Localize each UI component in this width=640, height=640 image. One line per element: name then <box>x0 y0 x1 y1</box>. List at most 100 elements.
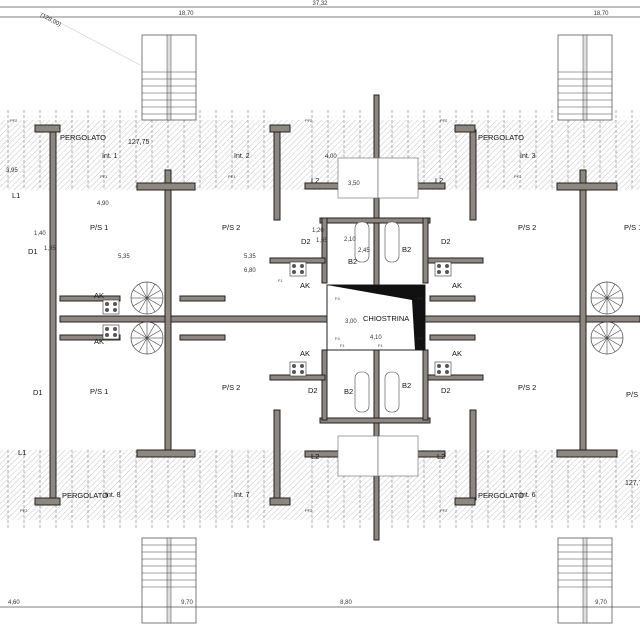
room-label: P/S 2 <box>518 383 536 392</box>
bottom-dim-4: 9,70 <box>595 600 607 606</box>
stove-icon <box>434 261 452 277</box>
room-label: D2 <box>308 386 318 395</box>
room-label: L2 <box>311 176 319 185</box>
bed-icon <box>377 435 419 477</box>
room-label: AK <box>94 291 104 300</box>
wall <box>179 334 226 341</box>
pergola-top <box>0 120 640 190</box>
stair <box>557 537 613 624</box>
bottom-dim-2: 9,70 <box>181 600 193 606</box>
window-tag: F1 <box>378 343 383 348</box>
pergola-beams <box>7 110 633 530</box>
bottom-dim-3: 8,80 <box>340 600 352 606</box>
room-label: L1 <box>12 191 20 200</box>
wall <box>321 217 328 284</box>
wall <box>469 129 477 221</box>
wall <box>469 409 477 501</box>
wall <box>136 449 196 458</box>
room-label: AK <box>300 349 310 358</box>
stove-icon <box>102 299 120 315</box>
wall <box>319 217 431 224</box>
wall <box>179 295 226 302</box>
dimension-label: 2,10 <box>344 237 356 243</box>
wall <box>579 169 587 456</box>
wall <box>269 497 291 506</box>
wall <box>427 374 484 381</box>
room-label: Int. 6 <box>520 492 536 499</box>
stove-icon <box>289 361 307 377</box>
spiral-stair-icon <box>590 321 624 355</box>
room-label: AK <box>452 281 462 290</box>
dimension-label: 1,65 <box>316 238 328 244</box>
bathtub-icon <box>384 221 400 263</box>
pergola-bottom <box>0 450 640 520</box>
room-label: Int. 7 <box>234 492 250 499</box>
wall <box>136 182 196 191</box>
room-label: Int. 2 <box>234 153 250 160</box>
dimension-label: 3,50 <box>348 181 360 187</box>
room-label: L1 <box>18 448 26 457</box>
fixtures <box>102 157 624 477</box>
room-label: D2 <box>441 386 451 395</box>
dimension-label: 2,45 <box>358 248 370 254</box>
window-tag: F4 <box>335 296 340 301</box>
bed-icon <box>337 435 379 477</box>
window-tag: PF2 <box>440 508 448 513</box>
room-label: P/S 1 <box>90 223 108 232</box>
stove-icon <box>434 361 452 377</box>
room-label: PERGOLATO <box>60 133 106 142</box>
spiral-stair-icon <box>590 281 624 315</box>
room-label: CHIOSTRINA <box>363 314 409 323</box>
window-tag: F4 <box>335 336 340 341</box>
room-label: B2 <box>348 257 357 266</box>
dimension-label: 6,80 <box>244 268 256 274</box>
room-label: B2 <box>344 387 353 396</box>
room-label: PERGOLATO <box>62 491 108 500</box>
wall <box>34 497 61 506</box>
room-label: L2 <box>435 176 443 185</box>
bathtub-icon <box>384 371 400 413</box>
room-label: Int. 8 <box>105 492 121 499</box>
wall <box>164 169 172 456</box>
stove-icon <box>289 261 307 277</box>
wall <box>59 295 121 302</box>
dimension-label: 4,00 <box>325 154 337 160</box>
room-label: AK <box>300 281 310 290</box>
dimension-label: 3,00 <box>345 319 357 325</box>
window-tag: PF2 <box>10 118 18 123</box>
room-label: 127,75 <box>625 480 640 487</box>
room-label: D1 <box>33 388 43 397</box>
room-label: D2 <box>301 237 311 246</box>
room-label: PERGOLATO <box>478 491 524 500</box>
room-label: B2 <box>402 381 411 390</box>
window-tag: PF2 <box>305 118 313 123</box>
right-width-dimension: 18,70 <box>593 11 609 17</box>
wall <box>429 295 476 302</box>
bed-icon <box>337 157 379 199</box>
spiral-stair-icon <box>130 281 164 315</box>
wall <box>269 124 291 133</box>
wall <box>454 124 476 133</box>
wall <box>427 257 484 264</box>
wall <box>34 124 61 133</box>
window-tag: F4 <box>418 336 423 341</box>
window-tag: F1 <box>340 343 345 348</box>
window-tag: F4 <box>418 296 423 301</box>
bathtub-icon <box>354 221 370 263</box>
room-label: B2 <box>402 245 411 254</box>
wall <box>556 449 618 458</box>
wall <box>429 334 476 341</box>
wall <box>273 409 281 501</box>
room-label: P/S 1 <box>90 387 108 396</box>
window-tag: PF2 <box>20 508 28 513</box>
room-label: P/S 1 <box>626 390 640 399</box>
chiostrina-shadow <box>327 285 425 350</box>
room-label: PERGOLATO <box>478 133 524 142</box>
window-tag: PF1 <box>514 174 522 179</box>
top-dimension-lines <box>0 6 640 66</box>
wall <box>422 217 429 284</box>
room-label: P/S 2 <box>518 223 536 232</box>
room-label: Int. 1 <box>102 153 118 160</box>
